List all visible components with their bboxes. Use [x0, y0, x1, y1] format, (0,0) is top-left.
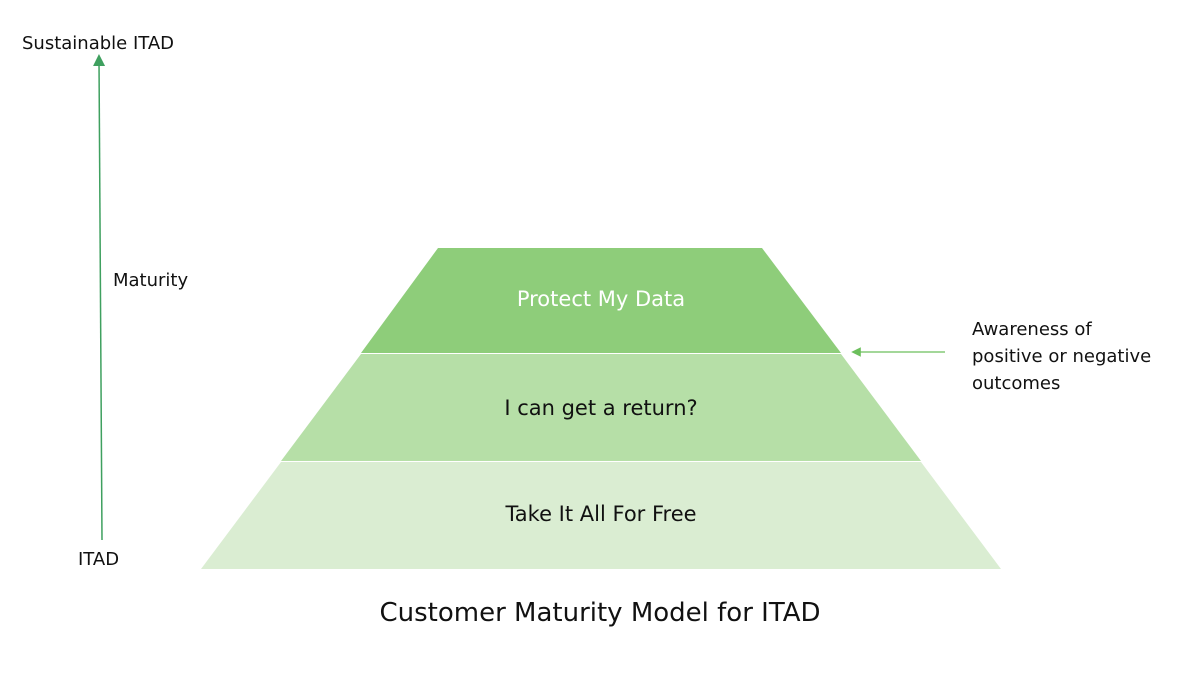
annotation-line: positive or negative — [972, 346, 1152, 367]
diagram-title: Customer Maturity Model for ITAD — [379, 598, 821, 628]
annotation-line: outcomes — [972, 373, 1061, 394]
tier-label-top: Protect My Data — [516, 287, 686, 311]
pyramid-tier-bottom — [201, 462, 1001, 569]
axis-bottom-label: ITAD — [78, 549, 120, 570]
pyramid-tier-top — [361, 248, 841, 353]
annotation-text: Awareness of positive or negative outcom… — [972, 316, 1151, 397]
maturity-axis-arrow — [93, 54, 106, 541]
tier-label-bottom: Take It All For Free — [505, 502, 697, 526]
axis-middle-label: Maturity — [113, 270, 189, 291]
pyramid-tier-middle — [281, 354, 921, 461]
axis-top-label: Sustainable ITAD — [22, 33, 175, 54]
tier-label-middle: I can get a return? — [504, 396, 698, 420]
annotation-line: Awareness of — [972, 319, 1092, 340]
